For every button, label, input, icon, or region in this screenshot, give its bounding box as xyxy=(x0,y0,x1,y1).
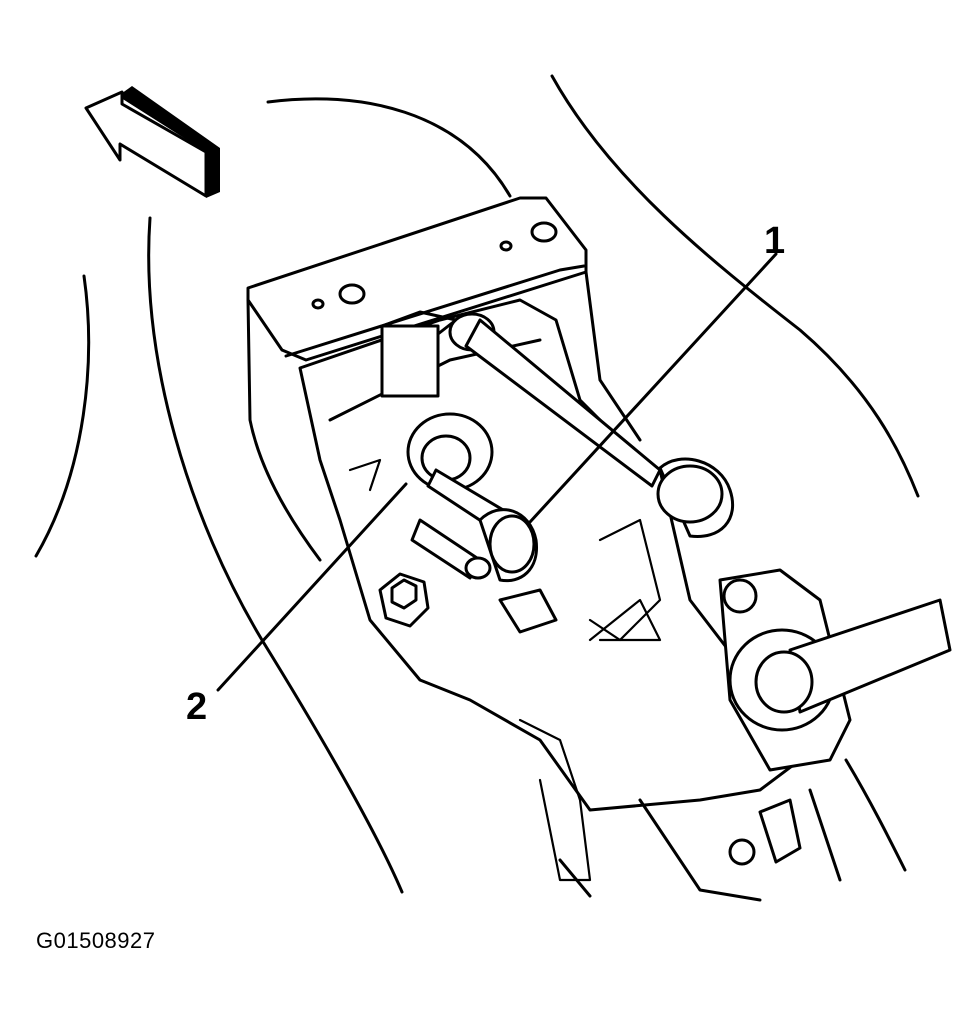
front-direction-arrow-icon xyxy=(84,86,220,198)
block-stop xyxy=(380,324,440,398)
mounting-nut xyxy=(378,572,430,628)
callout-label-2: 2 xyxy=(186,686,208,728)
body-panel-outlines xyxy=(34,74,920,894)
pivot-lever xyxy=(406,412,558,634)
cable-rod xyxy=(448,312,735,538)
callout-label-1: 1 xyxy=(764,220,786,262)
figure-id: G01508927 xyxy=(36,928,156,953)
bottom-clip xyxy=(728,798,802,866)
leader-line-2 xyxy=(216,482,408,692)
leader-line-1 xyxy=(528,252,778,524)
pedal-pivot-shaft xyxy=(718,568,952,772)
mounting-bracket xyxy=(246,196,642,562)
